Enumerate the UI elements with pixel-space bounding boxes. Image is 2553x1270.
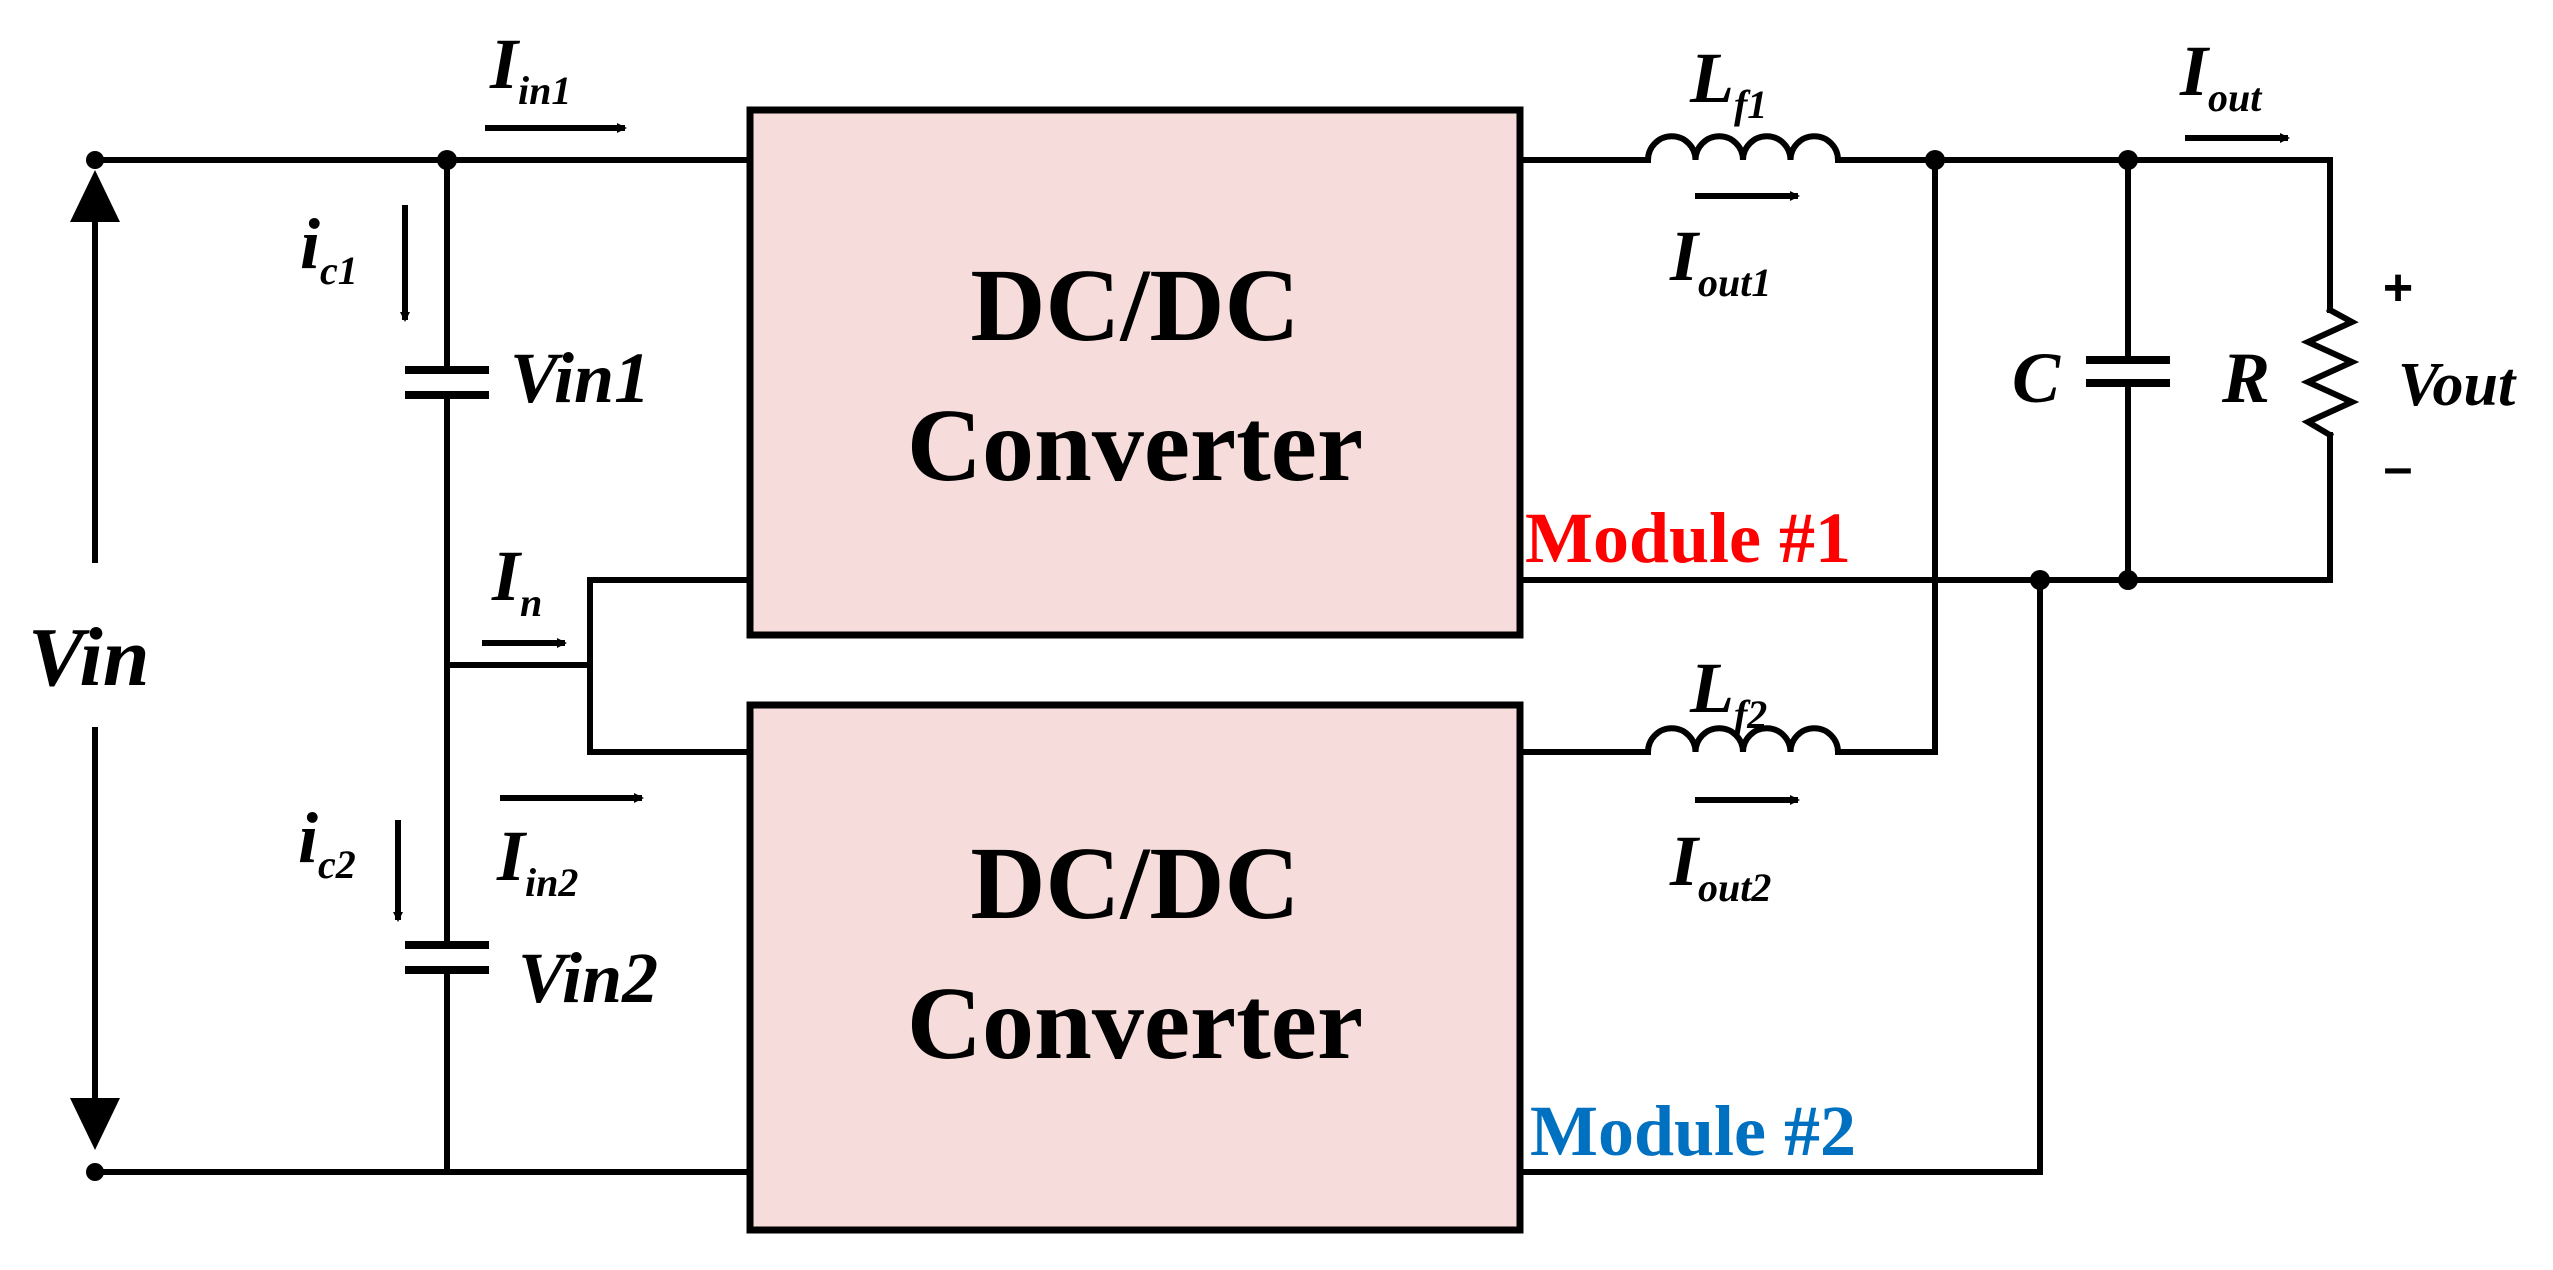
ic2-label: ic2 bbox=[298, 798, 356, 887]
lf1-label: Lf1 bbox=[1689, 38, 1767, 127]
iin2-label: Iin2 bbox=[496, 816, 578, 905]
output-wires bbox=[1517, 157, 2333, 1175]
vin-arrow bbox=[70, 170, 120, 1150]
lf2-label: Lf2 bbox=[1689, 648, 1767, 737]
resistor-r bbox=[2300, 305, 2360, 440]
ic1-label: ic1 bbox=[300, 204, 358, 293]
input-wires bbox=[92, 157, 753, 1175]
module2-label: Module #2 bbox=[1530, 1091, 1856, 1171]
vin1-label: Vin1 bbox=[510, 338, 650, 418]
input-capacitor-2 bbox=[405, 941, 489, 974]
node-return bbox=[2030, 570, 2050, 590]
c-label: C bbox=[2012, 338, 2061, 418]
iout-label: Iout bbox=[2179, 31, 2263, 120]
inductor-lf2 bbox=[1644, 725, 1842, 756]
node-input-top bbox=[437, 150, 457, 170]
iout2-label: Iout2 bbox=[1669, 821, 1771, 910]
node-cap-top bbox=[2118, 150, 2138, 170]
iin1-label: Iin1 bbox=[489, 24, 571, 113]
vin-label: Vin bbox=[28, 611, 149, 704]
module1-label: Module #1 bbox=[1525, 498, 1851, 578]
output-capacitor bbox=[2086, 356, 2170, 387]
node-cap-bottom bbox=[2118, 570, 2138, 590]
converter1-line1: DC/DC bbox=[970, 248, 1299, 363]
node-output-top bbox=[1925, 150, 1945, 170]
in-label: In bbox=[491, 536, 542, 625]
vout-minus: – bbox=[2384, 439, 2413, 497]
input-terminal-top bbox=[86, 151, 104, 169]
input-terminal-bottom bbox=[86, 1163, 104, 1181]
converter2-line2: Converter bbox=[907, 966, 1363, 1081]
dcdc-converter-1 bbox=[746, 106, 1524, 639]
r-label: R bbox=[2221, 338, 2270, 418]
converter2-line1: DC/DC bbox=[970, 826, 1299, 941]
converter1-line2: Converter bbox=[907, 388, 1363, 503]
vout-plus: + bbox=[2383, 259, 2413, 317]
inductor-lf1 bbox=[1644, 133, 1842, 164]
vin2-label: Vin2 bbox=[518, 938, 658, 1018]
vout-label: Vout bbox=[2398, 351, 2517, 419]
dcdc-converter-2 bbox=[746, 701, 1524, 1234]
iout1-label: Iout1 bbox=[1669, 216, 1771, 305]
input-capacitor-1 bbox=[405, 366, 489, 399]
